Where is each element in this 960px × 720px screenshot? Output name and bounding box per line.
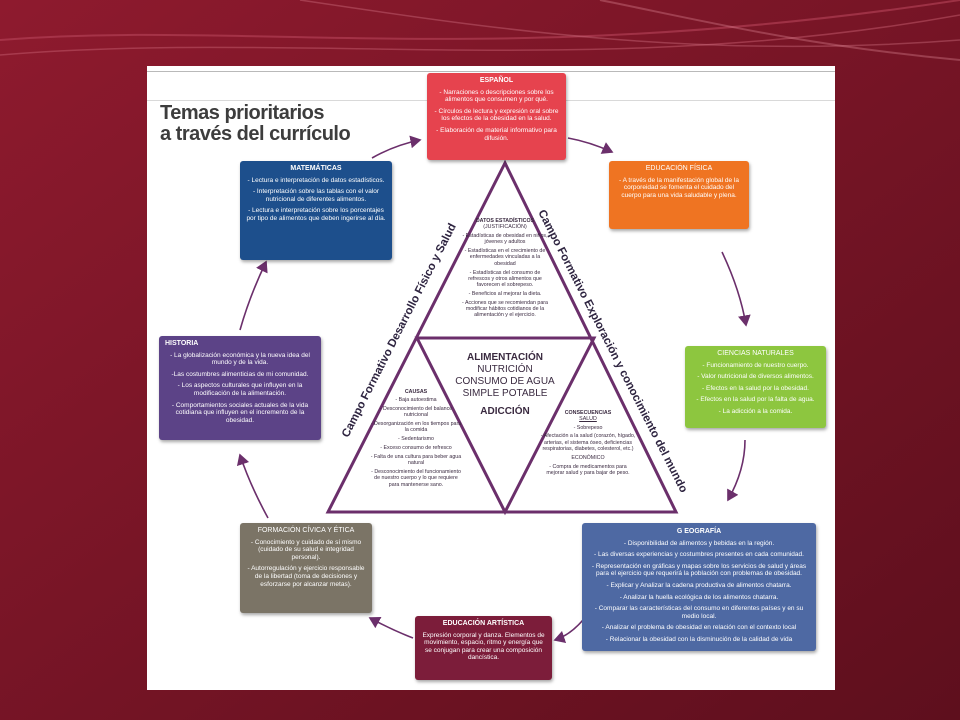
box-artistica-title: EDUCACIÓN ARTÍSTICA: [442, 620, 525, 627]
causa-item: - Sedentarismo: [398, 436, 434, 443]
triangle-top-item: - Estadísticas del consumo de refrescos …: [468, 269, 542, 289]
box-historia-item: -Las costumbres alimenticias de mi comun…: [171, 370, 309, 378]
triangle-top-item: - Beneficios al mejorar la dieta.: [468, 290, 542, 297]
salud-label: SALUD: [579, 416, 597, 423]
box-matematicas-title: MATEMÁTICAS: [290, 165, 342, 172]
box-ciencias-item: - Efectos en la salud por la falta de ag…: [696, 396, 815, 404]
box-espanol-item: - Narraciones o descripciones sobre los …: [439, 88, 554, 104]
box-espanol-title: ESPAÑOL: [479, 77, 514, 84]
box-espanol: ESPAÑOL - Narraciones o descripciones so…: [427, 73, 566, 160]
box-educacion-artistica: EDUCACIÓN ARTÍSTICA Expresión corporal y…: [415, 616, 552, 680]
triangle-top-subtitle: (JUSTIFICACIÓN): [483, 224, 527, 231]
box-educacion-fisica-item: - A través de la manifestación global de…: [619, 176, 739, 199]
box-historia-item: - Los aspectos culturales que influyen e…: [177, 382, 303, 397]
box-historia-item: - La globalización económica y la nueva …: [170, 351, 310, 367]
box-ciencias-title: CIENCIAS NATURALES: [717, 350, 794, 357]
center-consumo-agua: CONSUMO DE AGUA: [455, 376, 555, 387]
box-espanol-item: - Círculos de lectura y expresión oral s…: [434, 107, 559, 123]
box-matematicas-item: - Lectura e interpretación sobre los por…: [246, 207, 386, 222]
consecuencia-item: - Afectación a la salud (corazón, hígado…: [540, 433, 636, 452]
box-educacion-fisica-title: EDUCACIÓN FÍSICA: [645, 165, 713, 172]
box-historia-item: - Comportamientos sociales actuales de l…: [171, 401, 309, 424]
box-geografia: G EOGRAFÍA - Disponibilidad de alimentos…: [582, 523, 816, 651]
page-title-line-1: Temas prioritarios: [160, 102, 325, 124]
page-title: Temas prioritarios a través del currícul…: [160, 103, 410, 145]
header-rule: [147, 71, 835, 72]
box-ciencias-item: - Funcionamiento de nuestro cuerpo.: [702, 361, 809, 369]
center-alimentacion: ALIMENTACIÓN: [467, 352, 543, 363]
consecuencia-item: - Sobrepeso: [573, 424, 603, 431]
box-civica-item: - Conocimiento y cuidado de sí mismo (cu…: [250, 538, 362, 561]
triangle-top-item: - Acciones que se recomiendan para modif…: [462, 299, 548, 319]
box-civica-title: FORMACIÓN CÍVICA Y ÉTICA: [257, 527, 355, 534]
box-espanol-item: - Elaboración de material informativo pa…: [436, 126, 557, 142]
box-geografia-title: G EOGRAFÍA: [676, 528, 722, 535]
center-nutricion: NUTRICIÓN: [477, 364, 533, 375]
causa-item: - Baja autoestima: [395, 397, 437, 404]
box-historia: HISTORIA - La globalización económica y …: [159, 336, 321, 440]
box-geografia-item: - Explicar y Analizar la cadena producti…: [606, 581, 792, 589]
box-geografia-item: - Disponibilidad de alimentos y bebidas …: [623, 539, 775, 547]
triangle-left-section: CAUSAS - Baja autoestima - Desconocimien…: [370, 389, 462, 490]
causas-title: CAUSAS: [404, 389, 428, 395]
box-geografia-item: - Comparar las características del consu…: [594, 605, 804, 620]
box-ciencias-naturales: CIENCIAS NATURALES - Funcionamiento de n…: [685, 346, 826, 428]
center-agua-potable: SIMPLE POTABLE: [462, 388, 548, 399]
triangle-top-item: - Estadísticas en el crecimiento de enfe…: [464, 248, 546, 267]
box-ciencias-item: - La adicción a la comida.: [718, 407, 793, 415]
box-historia-title: HISTORIA: [165, 340, 199, 347]
box-matematicas-item: - Lectura e interpretación de datos esta…: [247, 176, 385, 184]
triangle-top-item: - Estadísticas de obesidad en niños, jóv…: [462, 233, 548, 246]
box-geografia-item: - Las diversas experiencias y costumbres…: [594, 551, 804, 559]
box-artistica-item: Expresión corporal y danza. Elementos de…: [422, 631, 545, 662]
box-ciencias-item: - Valor nutricional de diversos alimento…: [697, 373, 814, 381]
economico-label: ECONÓMICO: [571, 454, 605, 461]
box-formacion-civica: FORMACIÓN CÍVICA Y ÉTICA - Conocimiento …: [240, 523, 372, 613]
causa-item: - Exceso consumo de refresco: [380, 445, 452, 452]
center-adiccion: ADICCIÓN: [480, 406, 530, 417]
causa-item: - Desconocimiento del funcionamiento de …: [371, 468, 461, 488]
box-civica-item: - Autorregulación y ejercicio responsabl…: [247, 565, 365, 588]
consecuencias-title: CONSECUENCIAS: [564, 410, 612, 416]
box-educacion-fisica: EDUCACIÓN FÍSICA - A través de la manife…: [609, 161, 749, 229]
page-title-line-2: a través del currículo: [160, 123, 351, 145]
triangle-top-title: DATOS ESTADÍSTICOS: [475, 218, 535, 224]
box-matematicas-item: - Interpretación sobre las tablas con el…: [252, 188, 380, 203]
causa-item: - Desorganización en los tiempos para la…: [370, 421, 462, 434]
box-ciencias-item: - Efectos en la salud por la obesidad.: [702, 384, 809, 392]
box-geografia-item: - Representación en gráficas y mapas sob…: [591, 562, 807, 578]
causa-item: - Desconocimiento del balance nutriciona…: [379, 406, 453, 419]
triangle-center-section: ALIMENTACIÓN NUTRICIÓN CONSUMO DE AGUA S…: [440, 352, 570, 418]
triangle-right-section: CONSECUENCIAS SALUD - Sobrepeso - Afecta…: [540, 410, 636, 479]
box-matematicas: MATEMÁTICAS - Lectura e interpretación d…: [240, 161, 392, 260]
triangle-top-section: DATOS ESTADÍSTICOS (JUSTIFICACIÓN) - Est…: [462, 218, 548, 321]
causa-item: - Falta de una cultura para beber agua n…: [370, 453, 462, 467]
economico-item: - Compra de medicamentos para mejorar sa…: [546, 463, 630, 476]
box-geografia-item: - Relacionar la obesidad con la disminuc…: [605, 635, 793, 643]
box-geografia-item: - Analizar la huella ecológica de los al…: [619, 593, 779, 601]
box-geografia-item: - Analizar el problema de obesidad en re…: [601, 624, 797, 632]
